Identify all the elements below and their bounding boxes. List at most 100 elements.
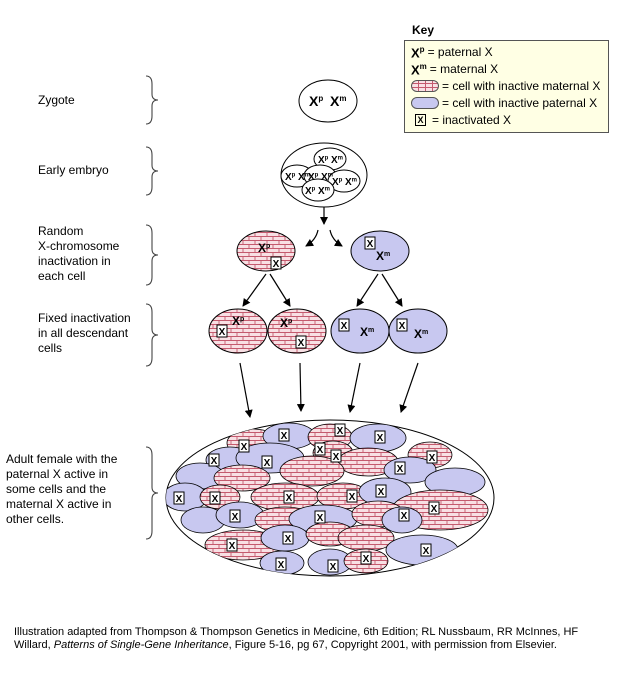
stage-adult: Adult female with the paternal X active … xyxy=(6,452,118,526)
fixed-3-inactivated xyxy=(338,318,350,332)
embryo-maternal-x-2: Xm xyxy=(321,172,333,183)
embryo-paternal-x-0: Xp xyxy=(318,155,329,166)
adult-inactivated-x-21 xyxy=(420,543,432,557)
key-item-inactivated: X = inactivated X xyxy=(411,112,511,128)
adult-inactivated-x-10 xyxy=(173,491,185,505)
adult-inactivated-x-24 xyxy=(360,551,372,565)
adult-inactivated-x-15 xyxy=(428,501,440,515)
random-inactivated-maternal-x xyxy=(270,256,282,270)
adult-inactivated-x-12-label: X xyxy=(286,493,293,504)
adult-inactivated-x-23-label: X xyxy=(330,562,337,573)
key-box: Xp = paternal X Xm = maternal X = cell w… xyxy=(404,40,609,133)
adult-inactivated-x-19 xyxy=(282,531,294,545)
adult-inactivated-x-18 xyxy=(398,508,410,522)
adult-inactivated-x-14-label: X xyxy=(378,487,385,498)
adult-inactivated-x-0 xyxy=(278,428,290,442)
embryo-maternal-x-4: Xm xyxy=(318,186,330,197)
adult-inactivated-x-20-label: X xyxy=(229,541,236,552)
adult-inactivated-x-5 xyxy=(238,439,250,453)
brace-fixed xyxy=(145,303,159,367)
random-inactivated-maternal-x-label: X xyxy=(273,259,280,270)
early-embryo xyxy=(280,142,368,208)
arrows-fixed xyxy=(239,362,419,418)
adult-inactivated-x-15-label: X xyxy=(431,504,438,515)
adult-inactivated-x-10-label: X xyxy=(176,494,183,505)
key-item-maternal: Xm = maternal X xyxy=(411,61,498,78)
brace-adult xyxy=(145,446,159,540)
stage-early-embryo: Early embryo xyxy=(38,163,109,177)
adult-inactivated-x-24-label: X xyxy=(363,554,370,565)
arrows-random xyxy=(242,273,403,307)
adult-inactivated-x-8-label: X xyxy=(211,456,218,467)
blue-swatch xyxy=(411,97,439,109)
maternal-x-symbol: Xm xyxy=(411,62,427,78)
adult-inactivated-x-7 xyxy=(426,450,438,464)
adult-inactivated-x-6 xyxy=(261,455,273,469)
adult-inactivated-x-5-label: X xyxy=(241,442,248,453)
adult-inactivated-x-8 xyxy=(208,453,220,467)
fixed-4-inactivated xyxy=(396,318,408,332)
fixed-cell-pink-2 xyxy=(267,308,327,354)
fixed-cell-pink-1 xyxy=(208,308,268,354)
adult-inactivated-x-1 xyxy=(334,423,346,437)
brace-random xyxy=(145,224,159,286)
adult-inactivated-x-4 xyxy=(330,449,342,463)
adult-inactivated-x-22-label: X xyxy=(278,560,285,571)
fixed-1-inactivated-label: X xyxy=(219,327,226,338)
adult-inactivated-x-20 xyxy=(226,538,238,552)
adult-inactivated-x-14 xyxy=(375,484,387,498)
caption: Illustration adapted from Thompson & Tho… xyxy=(14,626,579,651)
adult-inactivated-x-6-label: X xyxy=(264,458,271,469)
embryo-maternal-x-0: Xm xyxy=(331,155,343,166)
zygote-cell xyxy=(298,79,358,123)
adult-inactivated-x-17 xyxy=(314,510,326,524)
fixed-3-inactivated-label: X xyxy=(341,321,348,332)
adult-inactivated-x-4-label: X xyxy=(333,452,340,463)
adult-inactivated-x-1-label: X xyxy=(337,426,344,437)
fixed-2-inactivated-label: X xyxy=(298,338,305,349)
adult-inactivated-x-7-label: X xyxy=(429,453,436,464)
embryo-paternal-x-2: Xp xyxy=(308,172,319,183)
adult-inactivated-x-3-label: X xyxy=(317,445,324,456)
adult-inactivated-x-19-label: X xyxy=(285,534,292,545)
random-inactivated-paternal-x xyxy=(364,236,376,250)
key-title: Key xyxy=(412,23,435,37)
random-inactivated-paternal-x-label: X xyxy=(367,239,374,250)
adult-inactivated-x-11-label: X xyxy=(212,494,219,505)
arrows-embryo xyxy=(305,207,343,247)
stage-braces xyxy=(145,75,159,540)
adult-inactivated-x-3 xyxy=(314,442,326,456)
adult-inactivated-x-21-label: X xyxy=(423,546,430,557)
adult-inactivated-x-17-label: X xyxy=(317,513,324,524)
key-item-paternal: Xp = paternal X xyxy=(411,44,493,61)
inactivated-x-icon: X xyxy=(415,114,426,126)
adult-inactivated-x-16-label: X xyxy=(232,512,239,523)
adult-inactivated-x-13-label: X xyxy=(349,492,356,503)
embryo-paternal-x-1: Xp xyxy=(285,172,296,183)
adult-inactivated-x-11 xyxy=(209,491,221,505)
fixed-4-inactivated-label: X xyxy=(399,321,406,332)
adult-inactivated-x-22 xyxy=(275,557,287,571)
pink-brick-swatch xyxy=(411,80,439,92)
adult-inactivated-x-12 xyxy=(283,490,295,504)
fixed-2-inactivated xyxy=(295,335,307,349)
embryo-paternal-x-4: Xp xyxy=(305,186,316,197)
brace-early-embryo xyxy=(145,146,159,196)
stage-fixed: Fixed inactivation in all descendant cel… xyxy=(38,311,131,355)
stage-zygote: Zygote xyxy=(38,93,75,107)
embryo-maternal-x-3: Xm xyxy=(345,177,357,188)
embryo-paternal-x-3: Xp xyxy=(332,177,343,188)
adult-inactivated-x-9-label: X xyxy=(397,464,404,475)
adult-inactivated-x-16 xyxy=(229,509,241,523)
adult-inactivated-x-23 xyxy=(327,559,339,573)
adult-inactivated-x-18-label: X xyxy=(401,511,408,522)
brace-zygote xyxy=(145,75,159,125)
adult-inactivated-x-2 xyxy=(374,430,386,444)
adult-inactivated-x-2-label: X xyxy=(377,433,384,444)
embryo-maternal-x-1: Xm xyxy=(298,172,310,183)
stage-random: Random X-chromosome inactivation in each… xyxy=(38,224,120,283)
paternal-x-symbol: Xp xyxy=(411,45,425,61)
adult-inactivated-x-13 xyxy=(346,489,358,503)
adult-inactivated-x-9 xyxy=(394,461,406,475)
